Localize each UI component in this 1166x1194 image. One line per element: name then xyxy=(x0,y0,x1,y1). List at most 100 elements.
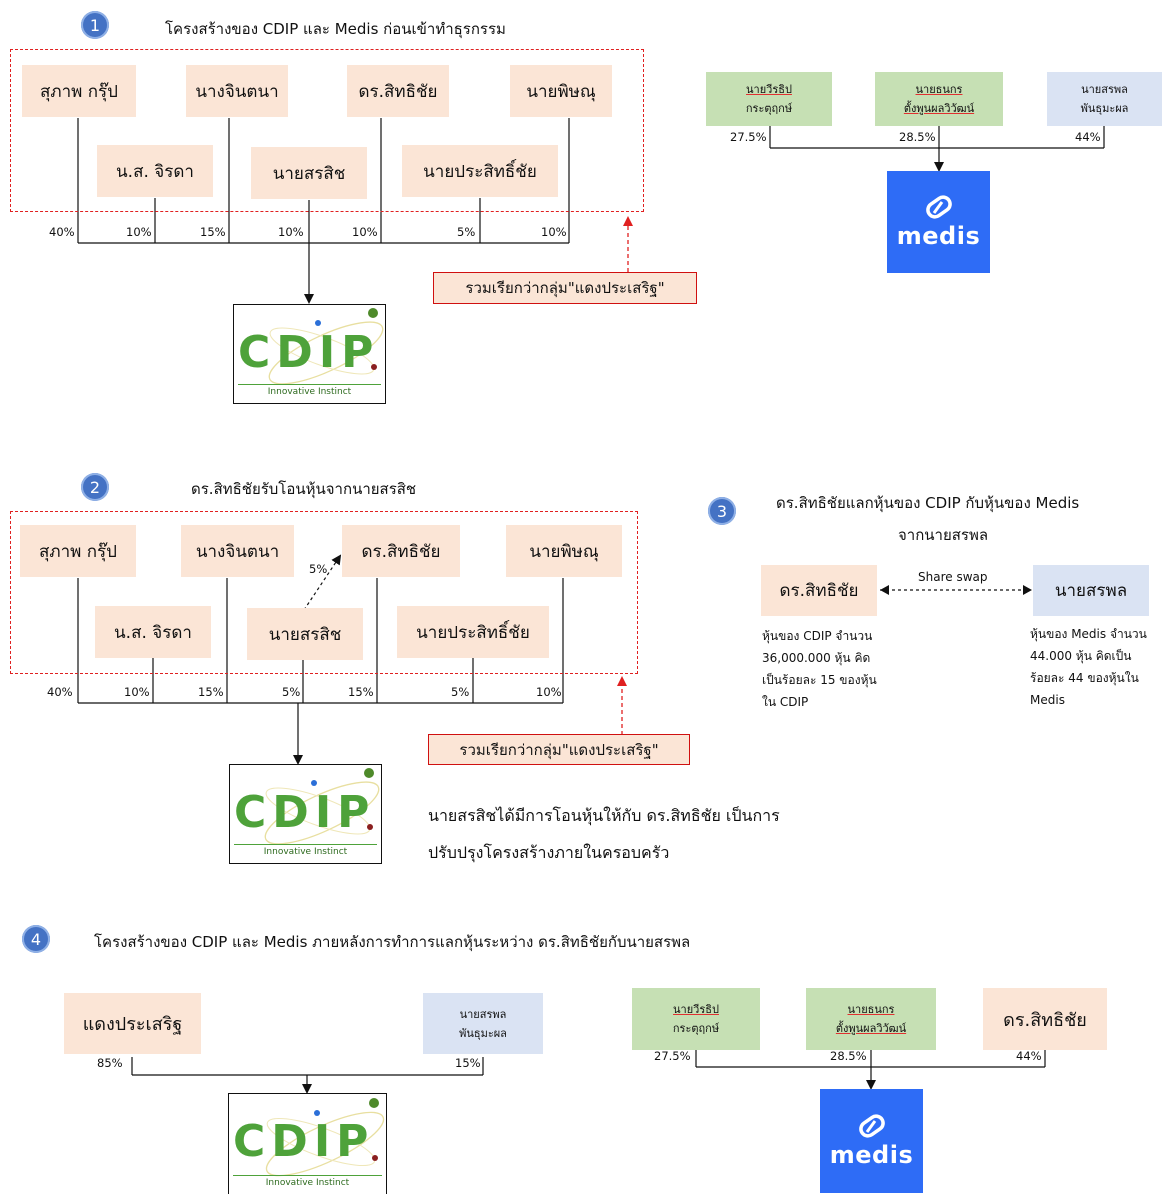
share-swap-label: Share swap xyxy=(918,570,988,584)
pct-label: 28.5% xyxy=(899,130,936,144)
pct-label: 10% xyxy=(352,225,378,239)
holder-name-line2: กระตุฤกษ์ xyxy=(745,102,793,115)
swap-party-dr-sittichai: ดร.สิทธิชัย xyxy=(761,565,877,616)
section-3-title-line1: ดร.สิทธิชัยแลกหุ้นของ CDIP กับหุ้นของ Me… xyxy=(776,494,1080,512)
transfer-explanation-line1: นายสรสิชได้มีการโอนหุ้นให้กับ ดร.สิทธิชั… xyxy=(428,806,780,825)
cdip-tagline: Innovative Instinct xyxy=(233,1175,382,1190)
holder-box-jintana: นางจินตนา xyxy=(181,525,294,577)
step-badge-2: 2 xyxy=(81,473,109,501)
pct-label: 10% xyxy=(124,685,150,699)
group-dashed-border-2 xyxy=(10,511,638,674)
holder-box-dr-sittichai: ดร.สิทธิชัย xyxy=(347,65,449,117)
holder-box-pitsanu: นายพิษณุ xyxy=(506,525,622,577)
pct-label: 10% xyxy=(278,225,304,239)
holder-box-prasitchai: นายประสิทธิ์ชัย xyxy=(402,145,558,197)
pill-icon xyxy=(858,1114,885,1138)
holder-name-line1: นายวีรธิป xyxy=(673,1003,719,1016)
transfer-pct-label: 5% xyxy=(309,562,328,576)
cdip-holder-sorapol: นายสรพล พันธุมะผล xyxy=(423,993,543,1054)
note-line: Medis xyxy=(1030,693,1065,707)
pct-label: 10% xyxy=(536,685,562,699)
right-swap-note: หุ้นของ Medis จำนวน 44.000 หุ้น คิดเป็น … xyxy=(1030,623,1147,711)
note-line: ใน CDIP xyxy=(762,695,809,709)
orbit-icon xyxy=(268,308,384,385)
group-label-daengprasert: รวมเรียกว่ากลุ่ม"แดงประเสริฐ" xyxy=(433,272,697,304)
pct-label: 44% xyxy=(1016,1049,1042,1063)
holder-box-dr-sittichai: ดร.สิทธิชัย xyxy=(342,525,460,577)
holder-name-line2: กระตุฤกษ์ xyxy=(672,1022,720,1035)
pct-label: 15% xyxy=(455,1056,481,1070)
holder-box-daengprasert: แดงประเสริฐ xyxy=(64,993,201,1054)
pct-label: 5% xyxy=(451,685,470,699)
pct-label: 27.5% xyxy=(654,1049,691,1063)
holder-name-line1: นายวีรธิป xyxy=(746,83,792,96)
pct-label: 15% xyxy=(200,225,226,239)
medis-holder-dr-sittichai: ดร.สิทธิชัย xyxy=(983,988,1107,1050)
holder-box-jirada: น.ส. จิรดา xyxy=(97,145,213,197)
orbit-icon xyxy=(265,1098,385,1177)
step-badge-1: 1 xyxy=(81,11,109,39)
pct-label: 28.5% xyxy=(830,1049,867,1063)
note-line: 44.000 หุ้น คิดเป็น xyxy=(1030,649,1132,663)
step-badge-3: 3 xyxy=(708,497,736,525)
holder-box-jirada: น.ส. จิรดา xyxy=(95,606,211,658)
section-4-title: โครงสร้างของ CDIP และ Medis ภายหลังการทำ… xyxy=(94,933,691,951)
swap-party-sorapol: นายสรพล xyxy=(1033,565,1149,616)
medis-wordmark: medis xyxy=(829,1141,914,1169)
cdip-tagline: Innovative Instinct xyxy=(238,384,381,399)
cdip-logo: CDIP Innovative Instinct xyxy=(228,1093,387,1194)
cdip-logo: CDIP Innovative Instinct xyxy=(233,304,386,404)
medis-holder-thanakorn: นายธนกร ตั้งพูนผลวิวัฒน์ xyxy=(806,988,936,1050)
holder-name-line2: ตั้งพูนผลวิวัฒน์ xyxy=(903,102,975,115)
group-dashed-border-1 xyxy=(10,49,644,212)
medis-wordmark: medis xyxy=(896,222,981,250)
medis-logo: medis xyxy=(820,1089,923,1193)
pct-label: 10% xyxy=(541,225,567,239)
holder-box-supap-group: สุภาพ กรุ๊ป xyxy=(22,65,136,117)
holder-name-line1: นายสรพล xyxy=(1081,83,1128,96)
pct-label: 5% xyxy=(282,685,301,699)
cdip-letters: CDIP xyxy=(233,1116,375,1167)
pct-label: 40% xyxy=(49,225,75,239)
pct-label: 5% xyxy=(457,225,476,239)
medis-logo: medis xyxy=(887,171,990,273)
section-3-title-line2: จากนายสรพล xyxy=(898,526,989,544)
holder-name-line2: พันธุมะผล xyxy=(1080,102,1129,115)
holder-box-supap-group: สุภาพ กรุ๊ป xyxy=(20,525,136,577)
medis-holder-weerathip: นายวีรธิป กระตุฤกษ์ xyxy=(632,988,760,1050)
group-label-daengprasert: รวมเรียกว่ากลุ่ม"แดงประเสริฐ" xyxy=(428,734,690,765)
pill-icon xyxy=(925,195,952,219)
holder-box-prasitchai: นายประสิทธิ์ชัย xyxy=(397,606,549,658)
note-line: หุ้นของ CDIP จำนวน xyxy=(762,629,873,643)
note-line: เป็นร้อยละ 15 ของหุ้น xyxy=(762,673,877,687)
note-line: ร้อยละ 44 ของหุ้นใน xyxy=(1030,671,1139,685)
transfer-explanation-line2: ปรับปรุงโครงสร้างภายในครอบครัว xyxy=(428,843,670,862)
medis-holder-sorapol: นายสรพล พันธุมะผล xyxy=(1047,72,1162,126)
holder-name-line1: นายธนกร xyxy=(847,1003,895,1016)
holder-name-line2: พันธุมะผล xyxy=(459,1026,507,1040)
pct-label: 27.5% xyxy=(730,130,767,144)
pct-label: 40% xyxy=(47,685,73,699)
medis-holder-thanakorn: นายธนกร ตั้งพูนผลวิวัฒน์ xyxy=(875,72,1003,126)
pct-label: 44% xyxy=(1075,130,1101,144)
holder-name-line1: นายสรพล xyxy=(459,1007,507,1021)
holder-name-line1: นายธนกร xyxy=(915,83,963,96)
orbit-icon xyxy=(264,768,380,845)
medis-holder-weerathip: นายวีรธิป กระตุฤกษ์ xyxy=(706,72,832,126)
holder-box-jintana: นางจินตนา xyxy=(186,65,288,117)
cdip-letters: CDIP xyxy=(238,327,380,378)
left-swap-note: หุ้นของ CDIP จำนวน 36,000.000 หุ้น คิด เ… xyxy=(762,625,877,713)
section-2-title: ดร.สิทธิชัยรับโอนหุ้นจากนายสรสิช xyxy=(191,480,417,498)
cdip-tagline: Innovative Instinct xyxy=(234,844,377,859)
holder-name-line2: ตั้งพูนผลวิวัฒน์ xyxy=(835,1022,907,1035)
holder-box-sorasit: นายสรสิช xyxy=(251,147,367,199)
pct-label: 85% xyxy=(97,1056,123,1070)
holder-box-pitsanu: นายพิษณุ xyxy=(510,65,612,117)
holder-box-sorasit: นายสรสิช xyxy=(247,608,363,660)
pct-label: 15% xyxy=(198,685,224,699)
pct-label: 10% xyxy=(126,225,152,239)
note-line: หุ้นของ Medis จำนวน xyxy=(1030,627,1147,641)
step-badge-4: 4 xyxy=(22,925,50,953)
cdip-letters: CDIP xyxy=(234,787,376,838)
